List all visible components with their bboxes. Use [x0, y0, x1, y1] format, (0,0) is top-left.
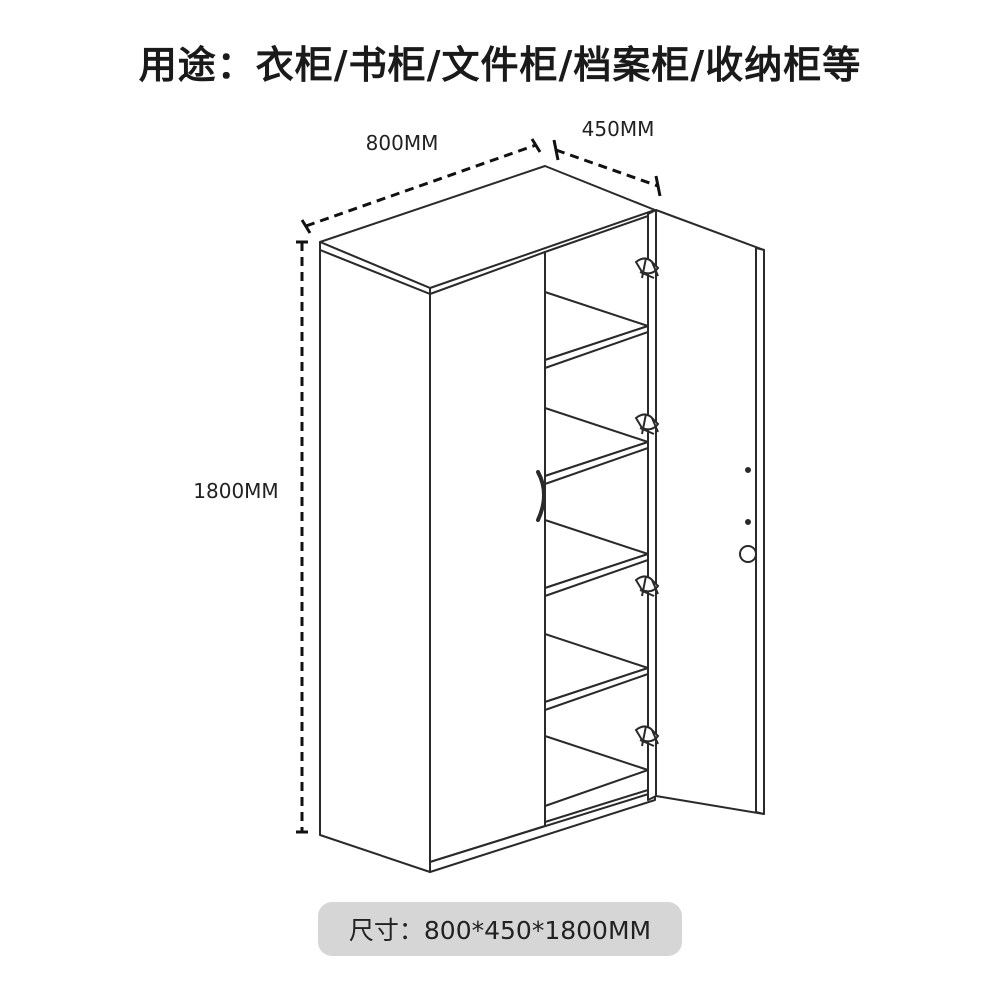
depth-label: 450MM [582, 117, 655, 141]
cabinet-left-side [319, 249, 431, 873]
height-label: 1800MM [193, 479, 278, 503]
hinge-3 [634, 575, 660, 597]
door-handle [536, 470, 546, 522]
hinge-1 [634, 257, 660, 279]
cabinet-plinth [429, 791, 656, 873]
width-dimension-line [305, 143, 537, 228]
usage-title: 用途：衣柜/书柜/文件柜/档案柜/收纳柜等 [138, 43, 862, 87]
cabinet-left-door [429, 251, 546, 863]
depth-dimension-line [555, 148, 659, 188]
shelf-2 [544, 407, 649, 485]
door-lock [739, 467, 757, 563]
size-badge: 尺寸：800*450*1800MM [318, 902, 682, 956]
hinge-4 [634, 725, 660, 747]
shelf-5 [544, 735, 649, 807]
cabinet-right-door [655, 209, 765, 815]
cabinet-right-door-edge [647, 209, 657, 801]
shelf-1 [544, 291, 649, 369]
hinge-2 [634, 413, 660, 435]
width-label: 800MM [366, 131, 439, 155]
